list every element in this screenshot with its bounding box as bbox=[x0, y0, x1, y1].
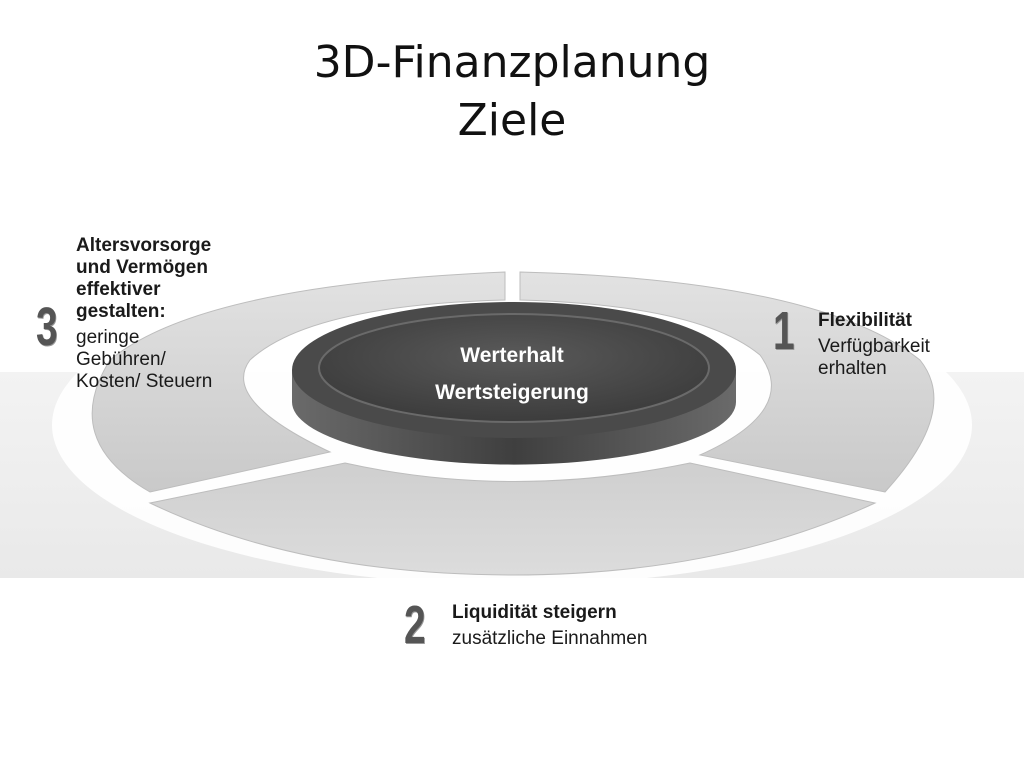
segment-3-detail-line: geringe bbox=[76, 327, 140, 348]
segment-3-detail-line: Kosten/ Steuern bbox=[76, 371, 213, 392]
segment-1-heading: Flexibilität bbox=[818, 310, 912, 331]
segment-3-heading-line: effektiver bbox=[76, 279, 161, 300]
segment-3-heading-line: und Vermögen bbox=[76, 257, 208, 278]
center-disc-inner bbox=[318, 313, 710, 423]
center-label-line-2: Wertsteigerung bbox=[435, 381, 589, 404]
segment-2-text: Liquidität steigern zusätzliche Einnahme… bbox=[452, 602, 647, 650]
segment-3-heading-line: Altersvorsorge bbox=[76, 235, 212, 256]
segment-2-number: 2 bbox=[404, 595, 426, 655]
page-title: 3D-Finanzplanung Ziele bbox=[0, 34, 1024, 150]
segment-1-detail-line: erhalten bbox=[818, 358, 887, 379]
segment-1-number: 1 bbox=[773, 301, 795, 361]
segment-3-detail-line: Gebühren/ bbox=[76, 349, 166, 370]
segment-3-heading-line: gestalten: bbox=[76, 301, 166, 322]
center-label-line-1: Werterhalt bbox=[460, 344, 564, 367]
segment-3-shape bbox=[91, 271, 506, 493]
segment-1-detail-line: Verfügbarkeit bbox=[818, 336, 930, 357]
segment-2-heading: Liquidität steigern bbox=[452, 602, 617, 623]
segment-1-shape bbox=[519, 271, 935, 493]
title-line-2: Ziele bbox=[457, 95, 567, 146]
segment-2-shape bbox=[148, 462, 877, 576]
title-line-1: 3D-Finanzplanung bbox=[313, 37, 711, 88]
segment-2-detail-line: zusätzliche Einnahmen bbox=[452, 628, 648, 649]
segment-3-text: Altersvorsorge und Vermögen effektiver g… bbox=[76, 235, 212, 393]
segment-3-number: 3 bbox=[36, 297, 58, 357]
segment-1-text: Flexibilität Verfügbarkeit erhalten bbox=[818, 310, 930, 380]
